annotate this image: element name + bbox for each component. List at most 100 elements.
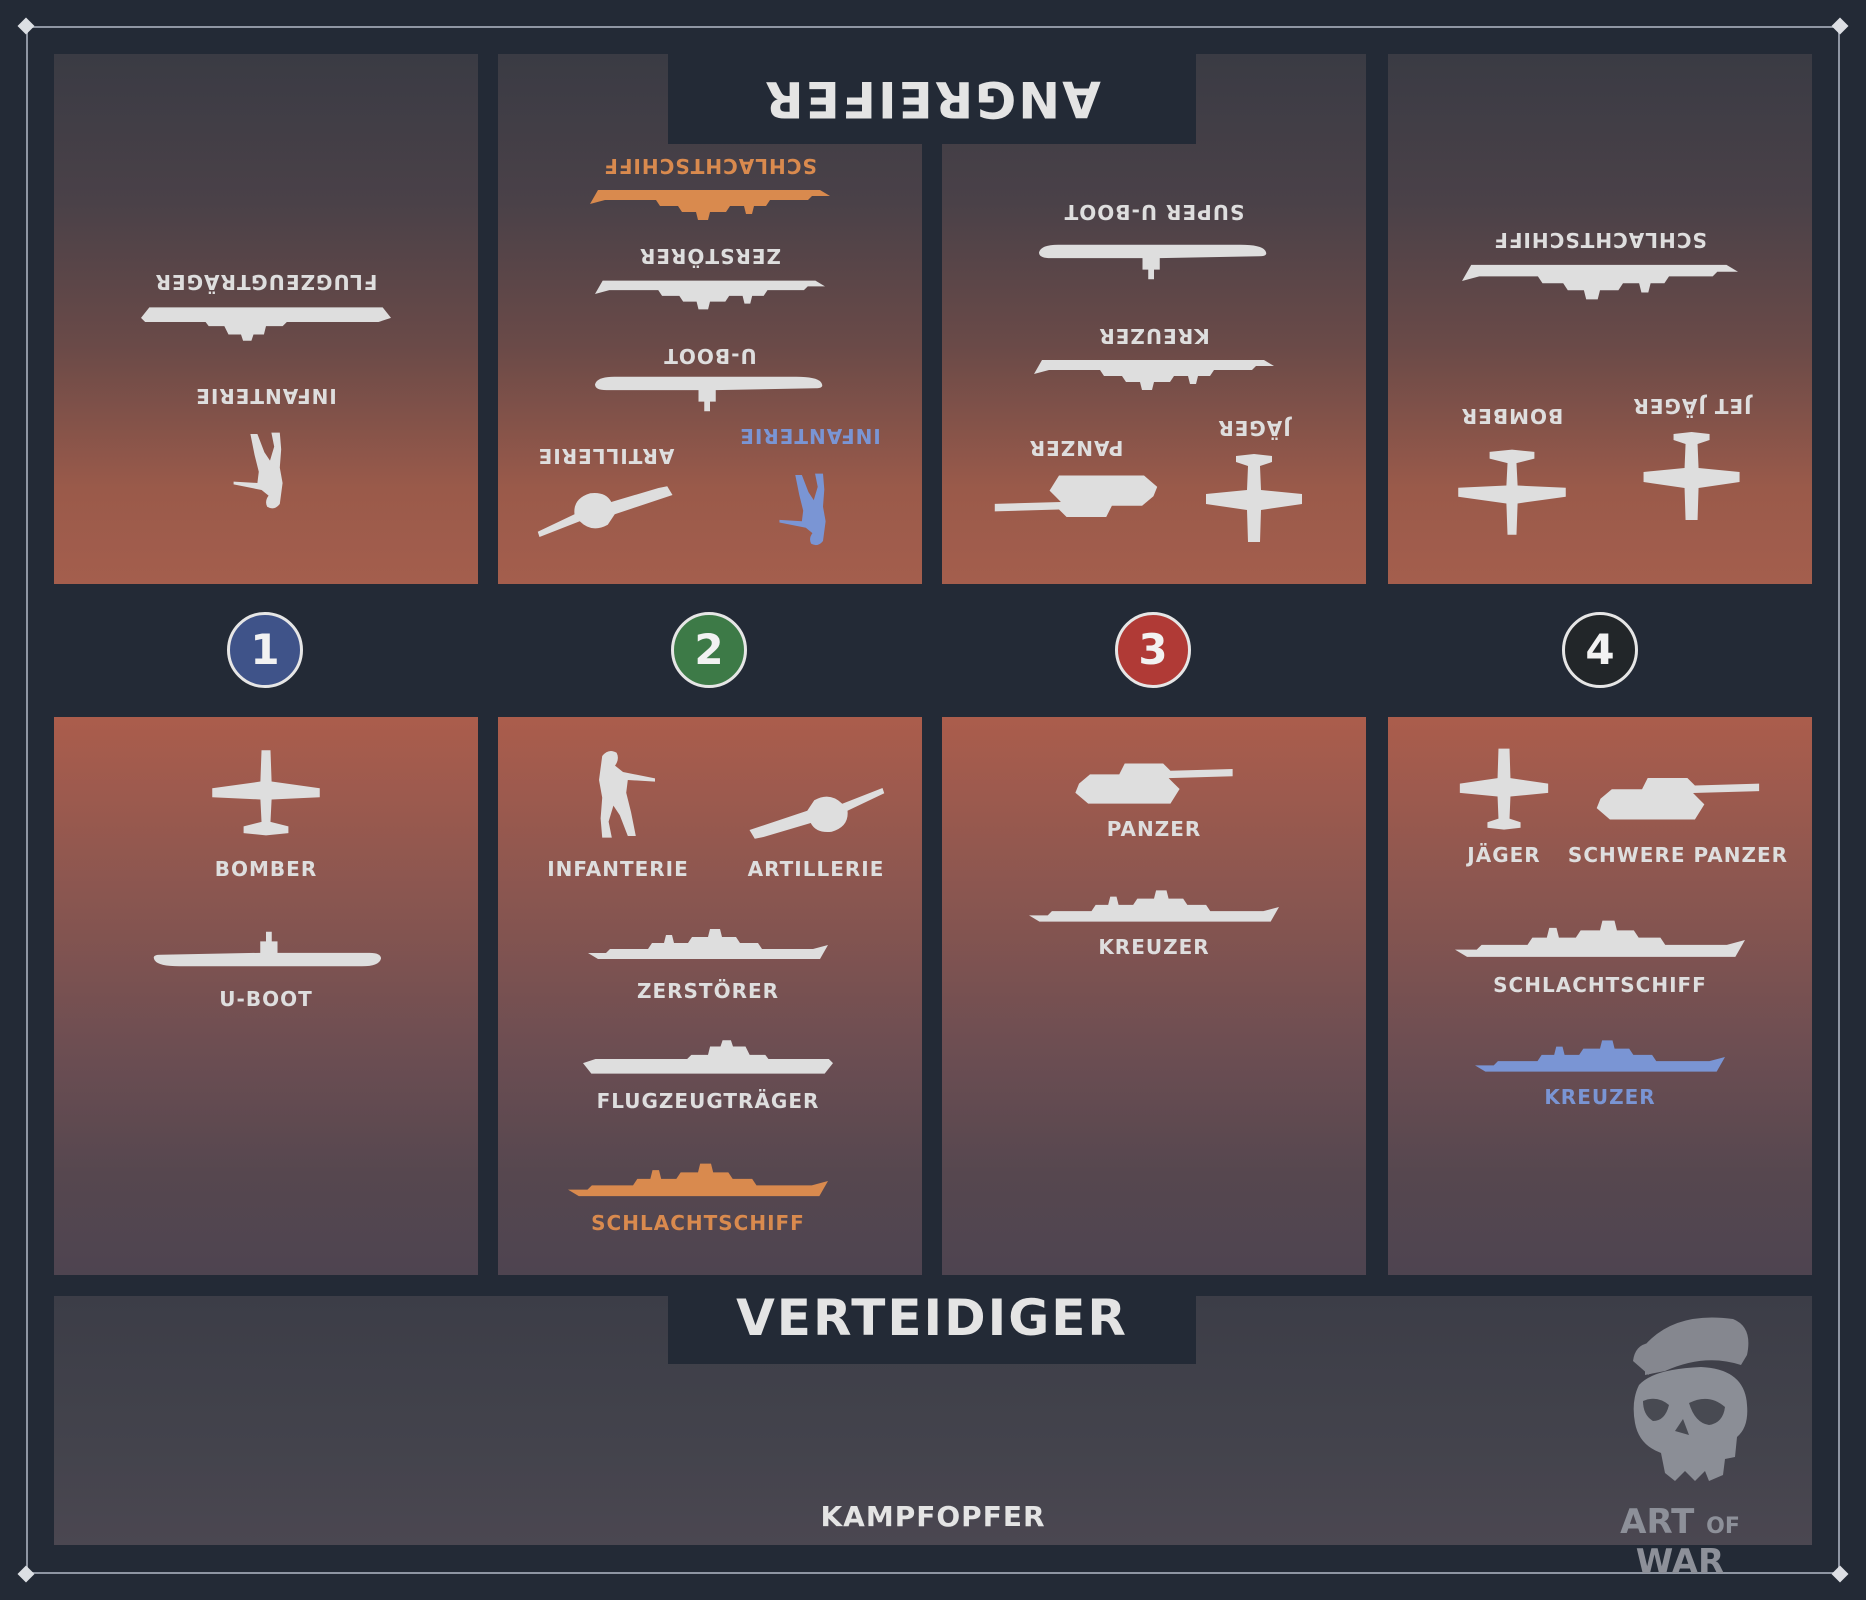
unit-label: ARTILLERIE <box>747 857 885 881</box>
unit-label: ZERSTÖRER <box>636 979 780 1003</box>
attacker-panel-1: INFANTERIE FLUGZEUGTRÄGER <box>54 54 478 584</box>
submarine-icon <box>595 374 825 414</box>
unit-label: PANZER <box>1028 436 1124 460</box>
unit-label: U-BOOT <box>219 987 313 1011</box>
bomber-icon <box>181 739 351 851</box>
defender-unit: U-BOOT <box>151 917 381 1011</box>
unit-label: BOMBER <box>214 857 318 881</box>
cruiser-icon <box>1034 354 1274 394</box>
attacker-unit: SCHLACHTSCHIFF <box>585 154 835 224</box>
jet-fighter-icon <box>1637 424 1747 524</box>
unit-label: SCHLACHTSCHIFF <box>591 1211 805 1235</box>
destroyer-icon <box>588 917 828 973</box>
soldier-icon <box>231 414 301 524</box>
logo-art: ART <box>1620 1502 1695 1542</box>
defender-title: VERTEIDIGER <box>736 1289 1128 1347</box>
column-number-4: 4 <box>1562 612 1638 688</box>
cruiser-icon <box>1475 1035 1725 1079</box>
column-number-3: 3 <box>1115 612 1191 688</box>
attacker-title: ANGREIFER <box>763 70 1101 128</box>
unit-label: JÄGER <box>1217 416 1291 440</box>
battleship-icon <box>1455 258 1745 304</box>
logo-wordmark: ART OF WAR <box>1590 1502 1770 1582</box>
attacker-unit: JÄGER <box>1202 416 1306 546</box>
attacker-unit: KREUZER <box>1034 324 1274 394</box>
battleship-icon <box>585 184 835 224</box>
unit-label: KREUZER <box>1098 324 1210 348</box>
defender-unit: INFANTERIE <box>547 741 689 881</box>
soldier-icon <box>777 454 843 562</box>
submarine-icon <box>151 917 381 981</box>
fighter-icon <box>1202 446 1306 546</box>
submarine-icon <box>1039 230 1269 294</box>
logo-war: WAR <box>1635 1542 1725 1582</box>
defender-unit: JÄGER <box>1454 745 1554 867</box>
attacker-panel-4: JET JÄGER BOMBER SCHLACHTSCHIFF <box>1388 54 1812 584</box>
unit-label: SCHLACHTSCHIFF <box>1493 228 1707 252</box>
unit-label: SCHWERE PANZER <box>1567 843 1789 867</box>
defender-unit: SCHLACHTSCHIFF <box>568 1157 828 1235</box>
board-border <box>26 26 1840 1574</box>
logo-of: OF <box>1706 1514 1740 1539</box>
tank-icon <box>1069 747 1239 811</box>
carrier-icon <box>583 1035 833 1083</box>
attacker-unit: PANZER <box>991 436 1161 536</box>
unit-label: U-BOOT <box>663 344 757 368</box>
defender-unit: BOMBER <box>181 739 351 881</box>
tank-icon <box>1593 751 1763 837</box>
battleship-icon <box>1455 913 1745 967</box>
bomber-icon <box>1427 434 1597 546</box>
unit-label: SUPER U-BOOT <box>1063 200 1245 224</box>
defender-unit: ARTILLERIE <box>741 781 891 881</box>
unit-label: FLUGZEUGTRÄGER <box>154 270 378 294</box>
column-number-2: 2 <box>671 612 747 688</box>
defender-unit: FLUGZEUGTRÄGER <box>583 1035 833 1113</box>
tank-icon <box>991 466 1161 536</box>
defender-unit: KREUZER <box>1475 1035 1725 1109</box>
cruiser-icon <box>1029 885 1279 929</box>
artillery-icon <box>741 781 891 851</box>
attacker-unit: INFANTERIE <box>195 384 337 524</box>
defender-unit: PANZER <box>1069 747 1239 841</box>
unit-label: BOMBER <box>1460 404 1564 428</box>
attacker-unit: SUPER U-BOOT <box>1039 200 1269 294</box>
unit-label: KREUZER <box>1098 935 1210 959</box>
battleship-icon <box>568 1157 828 1205</box>
defender-unit: SCHWERE PANZER <box>1568 751 1788 867</box>
destroyer-icon <box>595 274 825 314</box>
defender-panel-1: BOMBER U-BOOT <box>54 717 478 1275</box>
art-of-war-logo: ART OF WAR <box>1590 1305 1770 1582</box>
attacker-unit: INFANTERIE <box>739 424 881 562</box>
unit-label: PANZER <box>1106 817 1202 841</box>
defender-title-tab: VERTEIDIGER <box>668 1289 1196 1364</box>
attacker-unit: ZERSTÖRER <box>595 244 825 314</box>
attacker-unit: JET JÄGER <box>1632 394 1752 524</box>
defender-unit: KREUZER <box>1029 885 1279 959</box>
artillery-icon <box>531 474 681 544</box>
casualties-label: KAMPFOPFER <box>820 1500 1046 1533</box>
unit-label: INFANTERIE <box>547 857 689 881</box>
unit-label: ZERSTÖRER <box>638 244 782 268</box>
skull-icon <box>1633 1317 1749 1481</box>
soldier-icon <box>578 741 658 851</box>
carrier-icon <box>141 300 391 344</box>
defender-unit: ZERSTÖRER <box>588 917 828 1003</box>
defender-panel-2: INFANTERIE ARTILLERIE ZERSTÖRER FLUGZEUG… <box>498 717 922 1275</box>
attacker-unit: FLUGZEUGTRÄGER <box>141 270 391 344</box>
defender-unit: SCHLACHTSCHIFF <box>1455 913 1745 997</box>
defender-panel-4: JÄGER SCHWERE PANZER SCHLACHTSCHIFF KREU… <box>1388 717 1812 1275</box>
unit-label: JET JÄGER <box>1632 394 1752 418</box>
unit-label: SCHLACHTSCHIFF <box>1493 973 1707 997</box>
unit-label: FLUGZEUGTRÄGER <box>596 1089 820 1113</box>
defender-panel-3: PANZER KREUZER <box>942 717 1366 1275</box>
unit-label: KREUZER <box>1544 1085 1656 1109</box>
attacker-unit: SCHLACHTSCHIFF <box>1455 228 1745 304</box>
attacker-title-tab: ANGREIFER <box>668 54 1196 144</box>
unit-label: INFANTERIE <box>195 384 337 408</box>
unit-label: JÄGER <box>1467 843 1541 867</box>
unit-label: ARTILLERIE <box>537 444 675 468</box>
unit-label: INFANTERIE <box>739 424 881 448</box>
fighter-icon <box>1454 745 1554 837</box>
attacker-unit: BOMBER <box>1427 404 1597 546</box>
